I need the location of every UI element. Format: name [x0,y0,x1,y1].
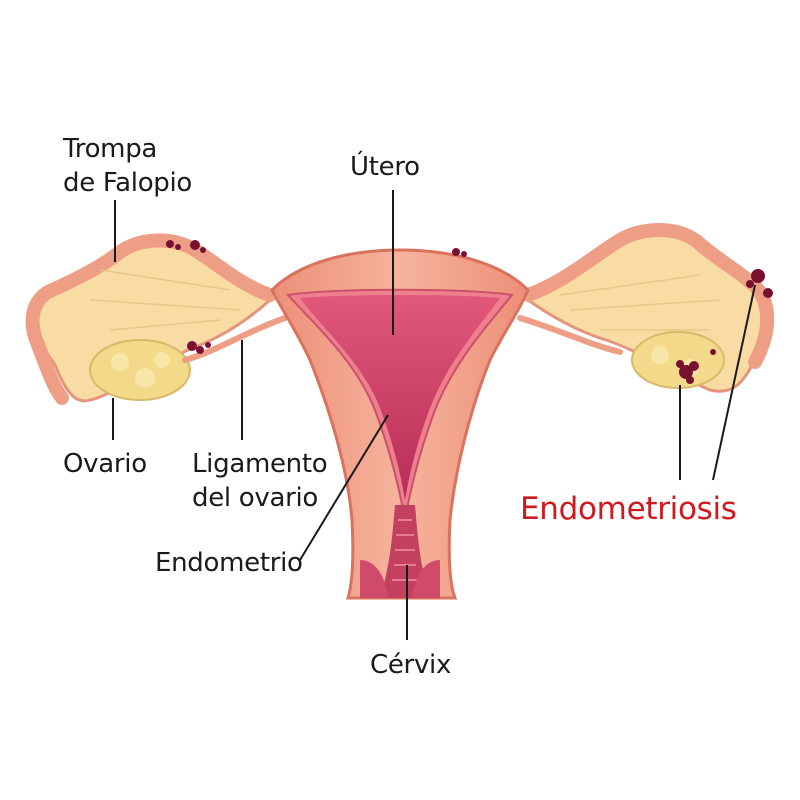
leader-lines [112,190,756,640]
label-endometrium: Endometrio [155,548,303,578]
label-ovary: Ovario [63,449,147,479]
label-fallopian-tube-line2: de Falopio [63,168,193,198]
uterus [270,248,530,600]
left-ovarian-ligament [182,315,288,363]
label-endometriosis: Endometriosis [520,491,737,527]
label-fallopian-tube-line1: Trompa [63,134,158,164]
right-ovarian-ligament [517,315,623,355]
endometriosis-lesions [166,240,773,384]
label-ovarian-ligament: Ligamento del ovario [192,447,328,515]
label-ovarian-ligament-line1: Ligamento [192,449,328,479]
right-ovary [631,331,725,389]
label-fallopian-tube: Trompa de Falopio [63,132,192,200]
label-ovarian-ligament-line2: del ovario [192,483,319,513]
left-ovary [89,339,191,401]
label-cervix: Cérvix [370,650,452,680]
label-uterus: Útero [350,152,420,182]
